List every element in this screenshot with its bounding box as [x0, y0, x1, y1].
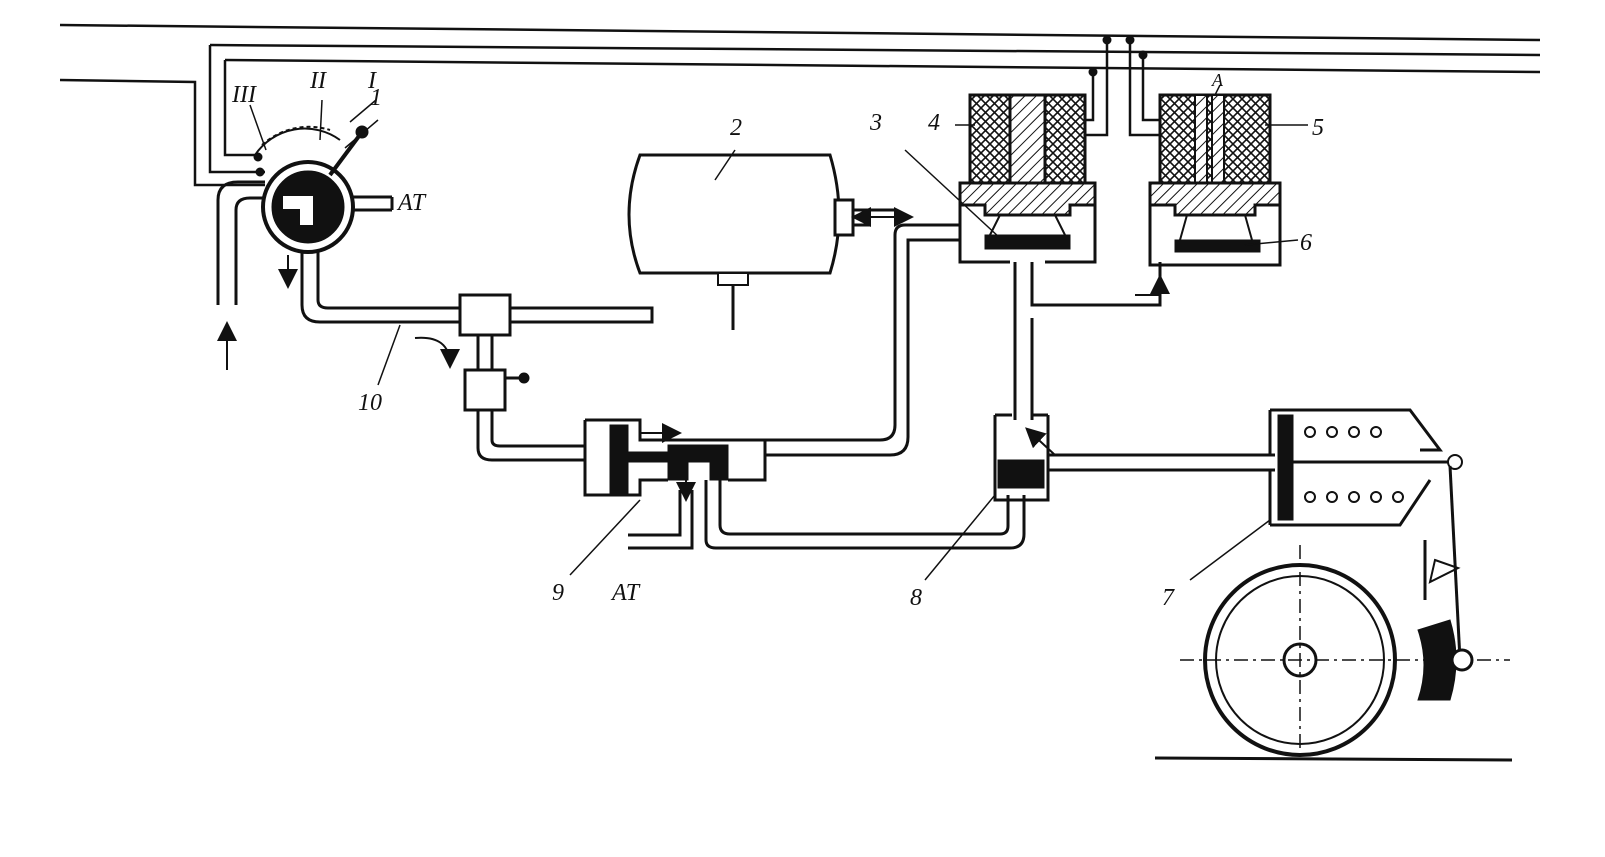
brake-cylinder-7	[1268, 408, 1463, 661]
driver-valve	[216, 125, 394, 370]
wheel-and-brake-shoe	[1154, 545, 1513, 762]
label-8: 8	[910, 585, 922, 611]
label-2: 2	[730, 115, 742, 141]
brake-magnet-valve	[958, 93, 1162, 420]
air-reservoir	[627, 153, 914, 330]
label-1: 1	[370, 85, 382, 111]
label-4: 4	[928, 110, 940, 136]
label-pos-III: III	[231, 82, 257, 108]
label-pos-I: I	[367, 68, 377, 94]
label-pos-II: II	[309, 68, 327, 94]
label-point-A: A	[1211, 70, 1224, 90]
release-magnet-valve	[1135, 93, 1282, 296]
label-5: 5	[1312, 115, 1324, 141]
label-7: 7	[1162, 585, 1175, 611]
main-pipe-10	[300, 250, 654, 462]
label-3: 3	[869, 110, 882, 136]
relay-valve-8	[993, 413, 1275, 502]
label-at-bottom: AT	[610, 580, 641, 606]
label-6: 6	[1300, 230, 1312, 256]
label-10: 10	[358, 390, 382, 416]
label-9: 9	[552, 580, 564, 606]
label-at-top: AT	[396, 190, 427, 216]
piston-valve-9	[583, 223, 1026, 550]
control-wires	[59, 23, 1541, 187]
leader-lines	[249, 84, 1308, 581]
